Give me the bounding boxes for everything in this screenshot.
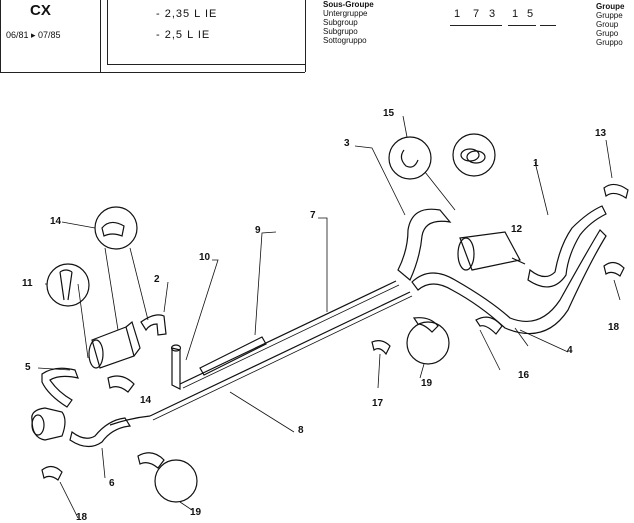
clip-14-bottom xyxy=(107,375,135,393)
callout-18-right: 18 xyxy=(608,322,620,333)
code-underline-2 xyxy=(508,25,536,26)
subgroup-code-digit-1: 1 xyxy=(512,8,520,20)
pipe-8-end xyxy=(109,415,151,426)
group-code-digit-3: 3 xyxy=(489,8,497,20)
header-divider-1 xyxy=(0,0,1,72)
hose-9 xyxy=(199,336,267,376)
header-divider-3 xyxy=(107,0,108,64)
callout-15: 15 xyxy=(383,108,395,119)
engine-variant-2: - 2,5 L IE xyxy=(156,29,211,41)
group-label-it: Gruppo xyxy=(596,38,623,47)
detail-circle-14 xyxy=(94,206,138,250)
hose-2 xyxy=(140,314,167,336)
callout-13: 13 xyxy=(595,128,607,139)
callout-10: 10 xyxy=(199,252,211,263)
group-label-fr: Groupe xyxy=(596,2,625,11)
detail-circle-11 xyxy=(46,263,90,307)
pipe-8-inner xyxy=(152,295,413,421)
callout-17: 17 xyxy=(372,398,384,409)
callout-14-bottom: 14 xyxy=(140,395,152,406)
detail-circle-12 xyxy=(452,133,496,177)
group-label-de: Gruppe xyxy=(596,11,623,20)
callout-19-bottom: 19 xyxy=(190,507,202,518)
hose-5 xyxy=(41,367,79,408)
detail-circle-19-mid xyxy=(406,321,450,365)
callout-4: 4 xyxy=(567,345,573,356)
group-label-es: Grupo xyxy=(596,29,619,38)
callout-16: 16 xyxy=(518,370,530,381)
subgroup-code-digit-2: 5 xyxy=(527,8,535,20)
detail-circle-15 xyxy=(388,136,432,180)
callout-2: 2 xyxy=(154,274,160,285)
callout-11: 11 xyxy=(22,278,33,289)
engine-variant-1: - 2,35 L IE xyxy=(156,8,218,20)
subgroup-label-de: Untergruppe xyxy=(323,9,368,18)
production-dates: 06/81 ▸ 07/85 xyxy=(6,30,61,40)
fuel-filter-right xyxy=(459,231,521,271)
header-bottom-1 xyxy=(0,72,305,73)
callout-12: 12 xyxy=(511,224,523,235)
code-underline-1 xyxy=(450,25,502,26)
hose-4 xyxy=(411,229,607,335)
callout-8: 8 xyxy=(298,425,304,436)
callout-19-mid: 19 xyxy=(421,378,433,389)
header-bottom-2 xyxy=(107,64,305,65)
pipe-8 xyxy=(149,291,411,417)
hose-3 xyxy=(397,208,452,281)
clip-19-mid xyxy=(412,317,439,333)
callout-6: 6 xyxy=(109,478,115,489)
callout-18-left: 18 xyxy=(76,512,88,523)
group-label-en: Group xyxy=(596,20,619,29)
subgroup-label-es: Subgrupo xyxy=(323,27,358,36)
callout-14-top: 14 xyxy=(50,216,62,227)
model-name: CX xyxy=(30,2,51,19)
fuel-filter-left xyxy=(91,326,135,369)
clip-19-bottom xyxy=(137,452,165,469)
clip-16 xyxy=(475,316,503,335)
subgroup-label-it: Sottogruppo xyxy=(323,36,367,45)
group-code-digit-2: 7 xyxy=(473,8,481,20)
code-underline-3 xyxy=(540,25,556,26)
hose-1 xyxy=(527,205,607,288)
callout-9: 9 xyxy=(255,225,261,236)
callout-3: 3 xyxy=(344,138,350,149)
clip-18-right xyxy=(603,261,625,277)
pipe-7 xyxy=(179,280,397,385)
subgroup-label-en: Subgroup xyxy=(323,18,358,27)
callout-1: 1 xyxy=(533,158,539,169)
callout-7: 7 xyxy=(310,210,316,221)
header-divider-2 xyxy=(100,0,101,72)
clip-18-left xyxy=(41,465,63,481)
pipe-7-inner xyxy=(182,284,400,389)
hose-10 xyxy=(171,347,181,390)
hose-6 xyxy=(69,417,132,448)
callout-5: 5 xyxy=(25,362,31,373)
detail-circle-19-bottom xyxy=(154,459,198,503)
header-divider-4 xyxy=(305,0,306,72)
clip-13 xyxy=(603,183,629,199)
group-code-digit-1: 1 xyxy=(454,8,462,20)
subgroup-label-fr: Sous-Groupe xyxy=(323,0,374,9)
clip-17 xyxy=(371,340,391,356)
